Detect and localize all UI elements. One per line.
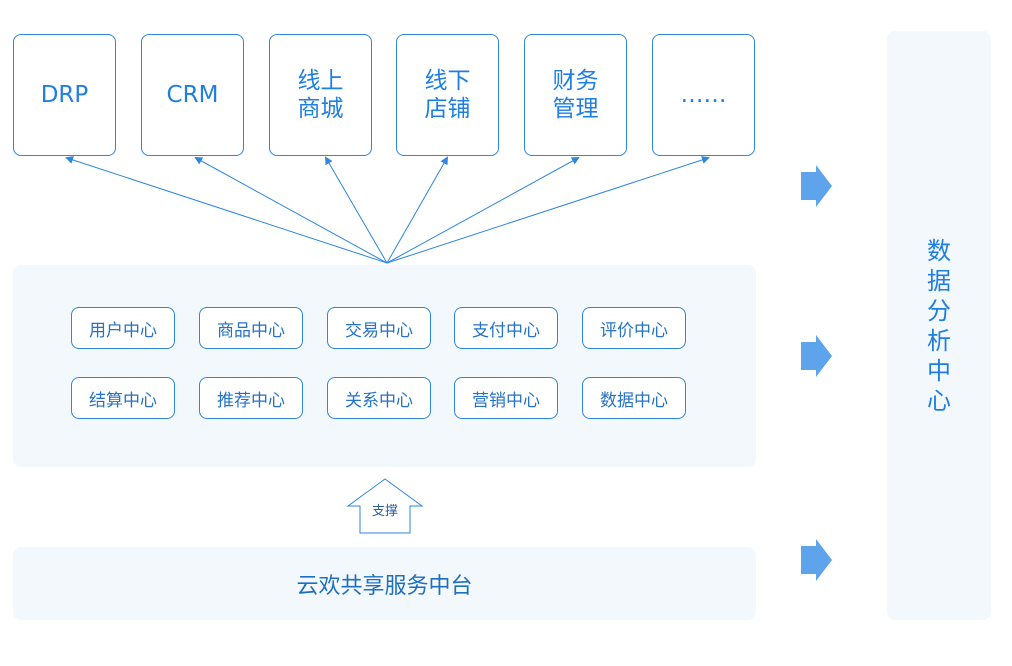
system-box-crm: CRM: [141, 34, 244, 156]
system-box-finance: 财务 管理: [524, 34, 627, 156]
connector-line: [386, 156, 448, 264]
center-settlement: 结算中心: [71, 377, 175, 419]
connector-line: [386, 157, 580, 264]
system-box-online-mall: 线上 商城: [269, 34, 372, 156]
connector-line: [386, 156, 710, 264]
system-box-offline-store: 线下 店铺: [396, 34, 499, 156]
system-box-drp: DRP: [13, 34, 116, 156]
base-platform-label: 云欢共享服务中台: [296, 573, 473, 599]
analysis-center-label: 数据分析中心: [927, 236, 951, 415]
analysis-center-panel: [887, 31, 991, 620]
connector-line: [194, 157, 388, 264]
right-arrow-icon: [801, 335, 832, 377]
center-recommendation: 推荐中心: [199, 377, 303, 419]
centers-panel: [13, 265, 756, 467]
right-arrow-icon: [801, 539, 832, 581]
center-product: 商品中心: [199, 307, 303, 349]
center-marketing: 营销中心: [454, 377, 558, 419]
center-review: 评价中心: [582, 307, 686, 349]
connector-line: [324, 156, 388, 264]
connector-line: [65, 156, 388, 264]
analysis-center: 数据分析中心: [887, 31, 991, 620]
center-user: 用户中心: [71, 307, 175, 349]
right-arrow-icon: [801, 165, 832, 207]
system-box-more: ……: [652, 34, 755, 156]
center-data: 数据中心: [582, 377, 686, 419]
support-arrow-icon: [346, 478, 424, 534]
center-relationship: 关系中心: [327, 377, 431, 419]
base-platform-panel: [13, 547, 756, 620]
center-payment: 支付中心: [454, 307, 558, 349]
support-label: 支撑: [371, 504, 398, 519]
center-transaction: 交易中心: [327, 307, 431, 349]
